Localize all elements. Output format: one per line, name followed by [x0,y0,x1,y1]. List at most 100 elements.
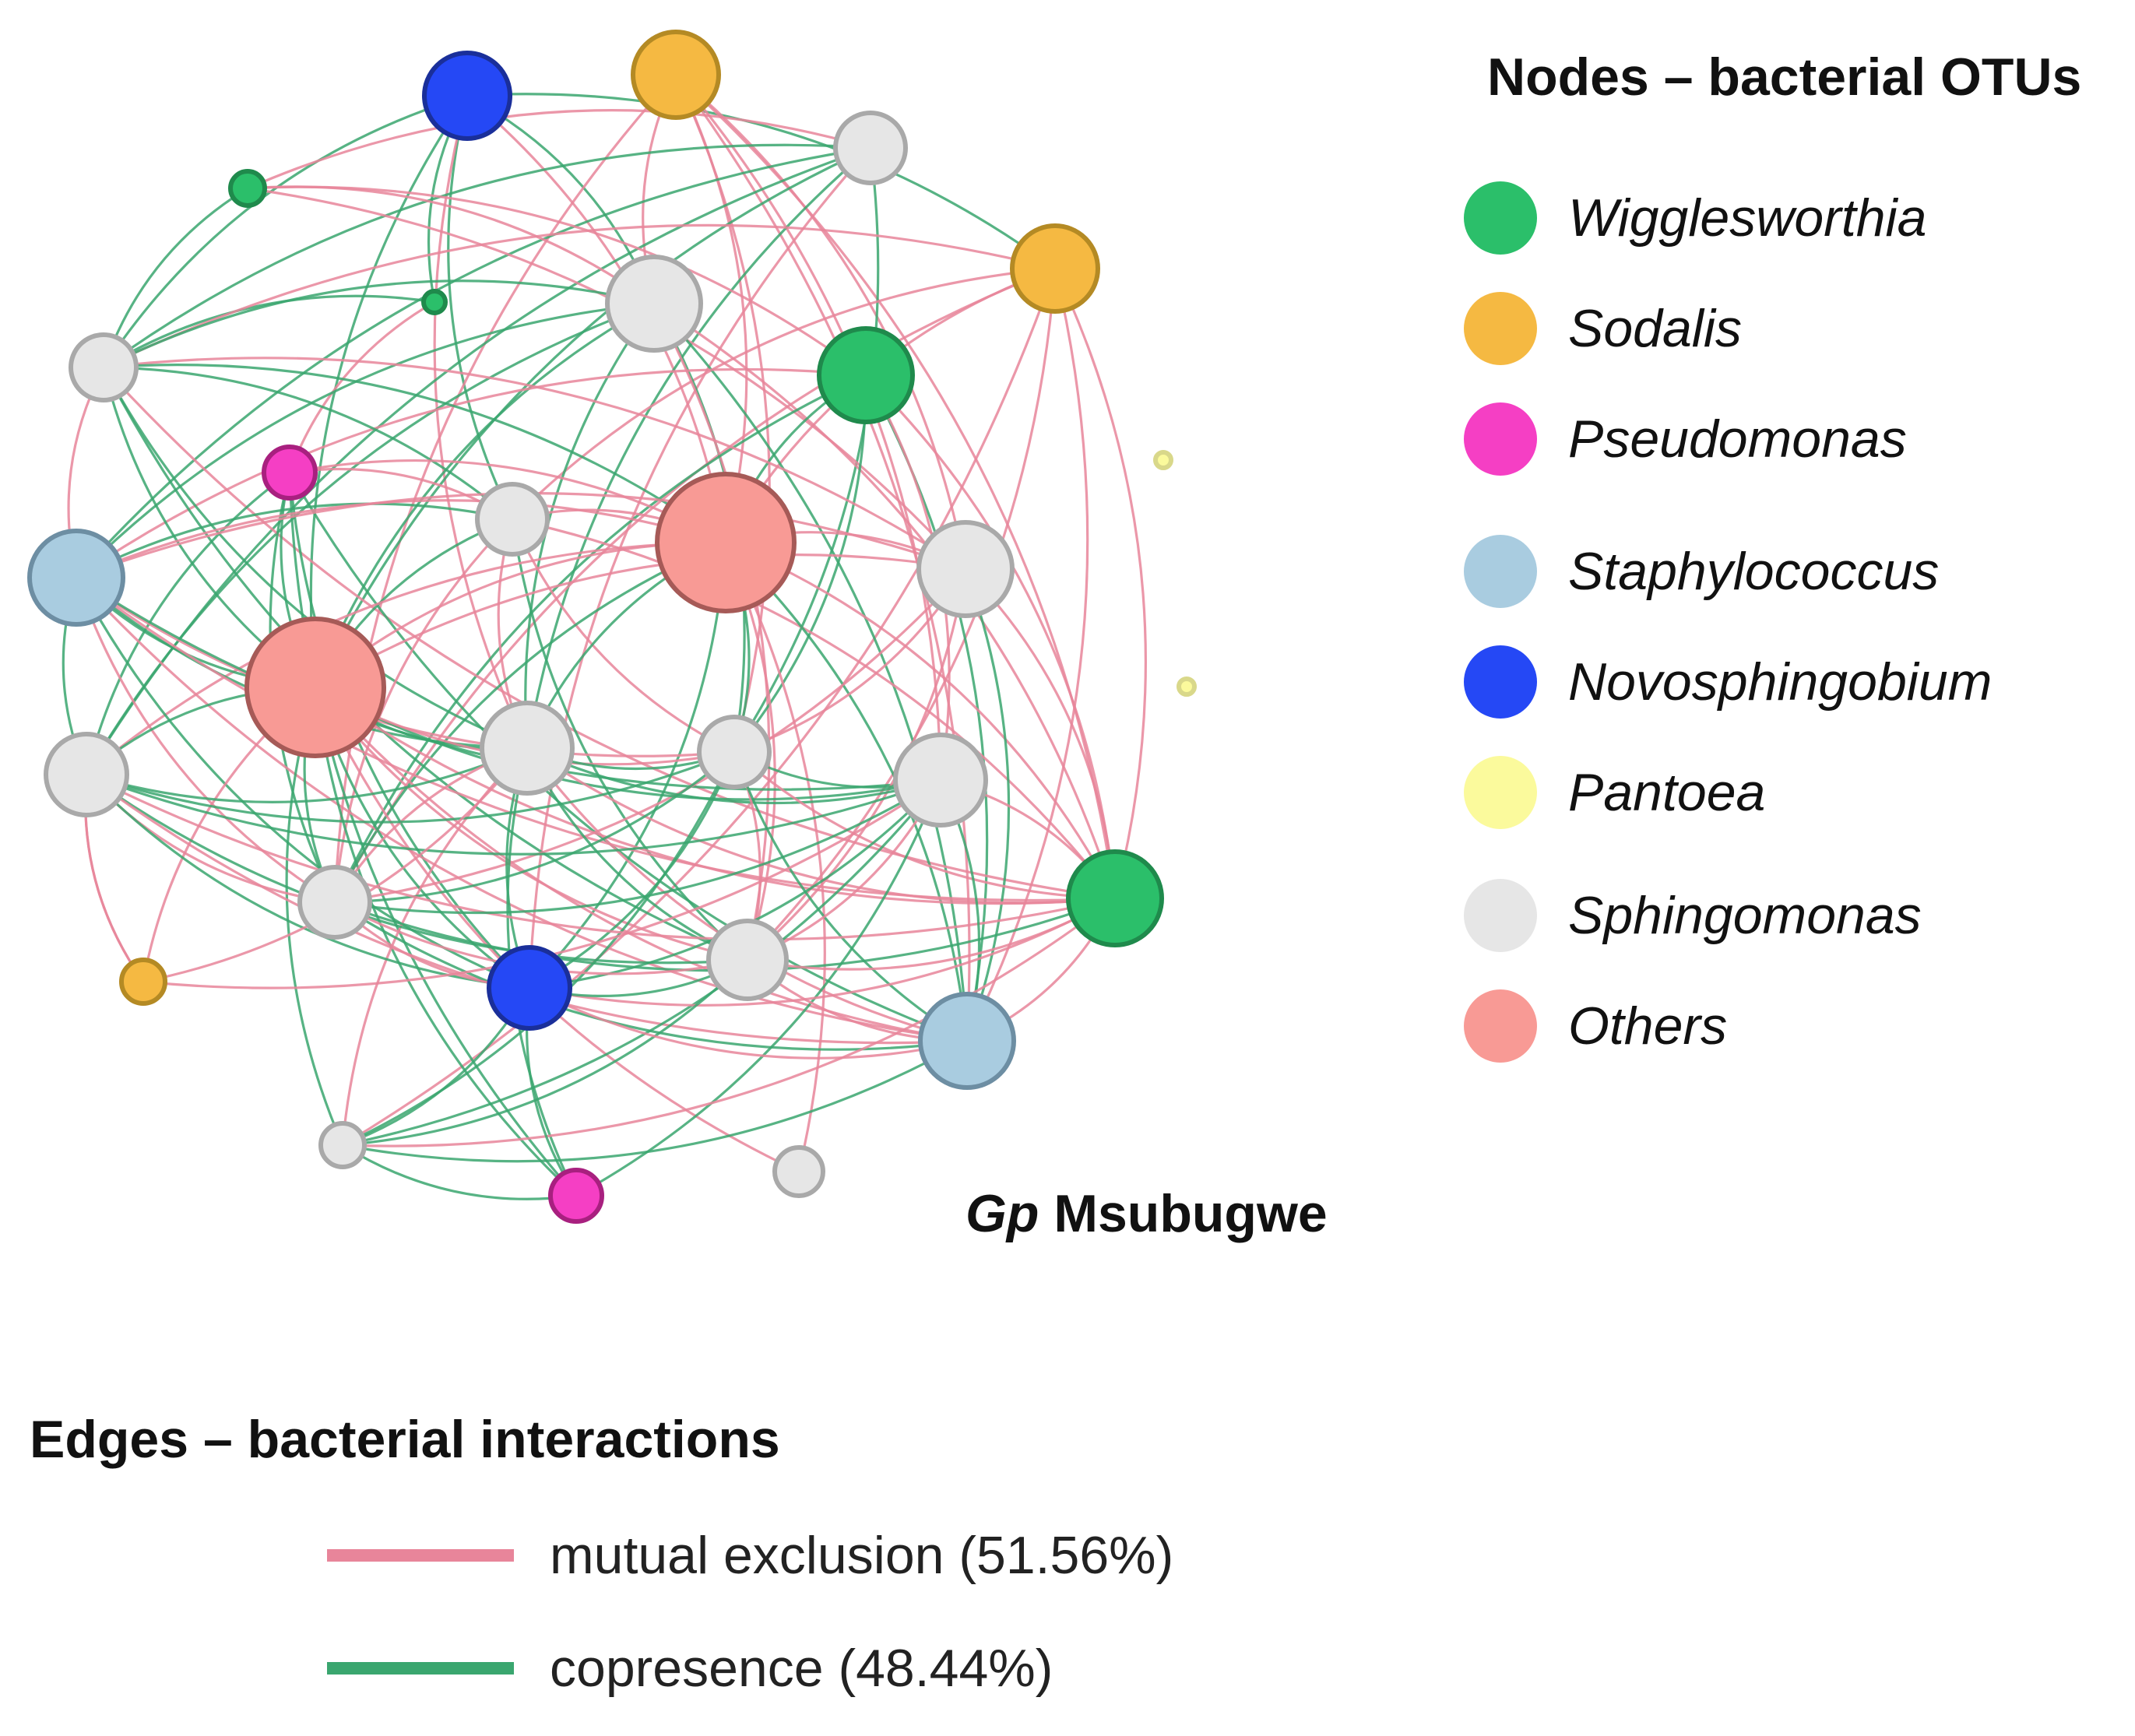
pantoea-node [1153,450,1173,470]
copresence-edge [334,901,968,1051]
mutual-exclusion-edge [76,576,1116,902]
mutual-exclusion-edge [733,750,1116,900]
mutual-exclusion-edge [103,357,966,571]
copresence-edge [314,146,871,688]
mutual-exclusion-edge [674,74,771,753]
wigglesworthia-swatch-icon [1464,181,1537,255]
legend-label-pantoea: Pantoea [1568,763,1766,822]
mutual-exclusion-edge [511,267,1056,521]
pantoea-swatch-icon [1464,756,1537,829]
mutual-exclusion-edge [333,73,677,903]
staphylococcus-swatch-icon [1464,535,1537,608]
mutual-exclusion-edge [247,185,867,377]
mutual-exclusion-edge [746,568,967,961]
legend-item-pantoea: Pantoea [1464,754,1765,831]
wigglesworthia-node [1066,849,1164,947]
copresence-edge [333,541,726,903]
mutual-exclusion-edge [674,73,1117,899]
mutual-exclusion-edge [85,541,726,776]
copresence-edge [529,751,736,989]
legend-label-pseudomonas: Pseudomonas [1568,409,1907,469]
mutual-exclusion-edge [674,73,967,570]
bacterial-network-graph [27,30,1197,1224]
mutual-exclusion-edge [528,146,872,989]
legend-item-others: Others [1464,987,1727,1065]
network-label-italic: Gp [965,1184,1039,1243]
copresence-edge [85,146,871,775]
copresence-edge [466,93,1056,270]
copresence-edge [85,302,655,775]
novosphingobium-node [422,51,512,141]
sphingomonas-node [916,520,1015,618]
pseudomonas-node [262,445,318,501]
copresence-edge [76,502,513,579]
copresence-edge [86,747,528,803]
copresence-edge [288,472,968,1042]
sphingomonas-node [893,733,988,828]
copresence-edge [102,94,468,368]
mutual-exclusion-edge [103,223,1056,369]
copresence-edge [526,747,941,805]
copresence-edge [342,751,736,1147]
mutual-exclusion-edge [674,74,971,1042]
legend-item-wigglesworthia: Wigglesworthia [1464,179,1926,257]
sphingomonas-node [833,111,908,185]
mutual-exclusion-edge [724,542,826,1172]
staphylococcus-node [27,529,125,627]
nodes-legend-title: Nodes – bacterial OTUs [1487,47,2082,107]
legend-label-mutual-exclusion: mutual exclusion (51.56%) [550,1526,1174,1585]
copresence-edge [288,472,578,1197]
copresence-edge [334,750,736,904]
mutual-exclusion-edge [314,686,968,1042]
mutual-exclusion-edge [746,268,1057,961]
legend-label-staphylococcus: Staphylococcus [1568,542,1940,601]
sphingomonas-node [605,255,703,353]
others-swatch-icon [1464,989,1537,1063]
legend-label-sodalis: Sodalis [1568,299,1743,358]
legend-item-novosphingobium: Novosphingobium [1464,643,1992,721]
copresence-edge [447,95,514,520]
mutual-exclusion-edge [142,778,941,989]
copresence-edge [342,1144,577,1200]
mutual-exclusion-edge [529,986,968,1060]
sodalis-node [631,30,721,120]
copresence-edge [652,302,969,1042]
copresence-edge [314,687,578,1197]
copresence-edge [342,958,749,1147]
copresence-edge [103,364,726,544]
mutual-exclusion-edge [652,303,771,961]
novosphingobium-node [487,945,572,1031]
network-nodes-layer [27,30,1197,1224]
network-site-label: Gp Msubugwe [965,1183,1328,1244]
legend-label-sphingomonas: Sphingomonas [1568,886,1922,945]
copresence-edge [102,367,528,750]
legend-label-novosphingobium: Novosphingobium [1568,652,1993,712]
copresence-edge [334,778,941,915]
sphingomonas-node [297,865,372,940]
sodalis-node [119,958,167,1006]
copresence-edge [103,143,871,369]
mutual-exclusion-edge [965,268,1089,1042]
sphingomonas-node [475,482,550,557]
mutual-exclusion-edge [529,897,1116,1007]
edges-legend-title: Edges – bacterial interactions [30,1410,780,1469]
legend-label-copresence: copresence (48.44%) [550,1639,1053,1698]
wigglesworthia-node [228,169,267,208]
wigglesworthia-node [421,289,448,315]
mutual-exclusion-edge [315,553,966,689]
copresence-edge [85,471,290,775]
legend-item-staphylococcus: Staphylococcus [1464,532,1939,610]
mutual-exclusion-edge [342,897,1116,1147]
mutual-exclusion-edge [142,747,529,983]
copresence-edge [526,146,872,749]
legend-item-copresence: copresence (48.44%) [327,1633,1053,1703]
copresence-edge [342,778,942,1147]
sphingomonas-swatch-icon [1464,879,1537,952]
copresence-edge [86,773,941,856]
sphingomonas-node [772,1145,825,1198]
copresence-edge [86,773,748,965]
legend-label-others: Others [1568,996,1728,1056]
sphingomonas-node [318,1121,367,1169]
staphylococcus-node [918,992,1016,1090]
copresence-edge [103,366,514,521]
